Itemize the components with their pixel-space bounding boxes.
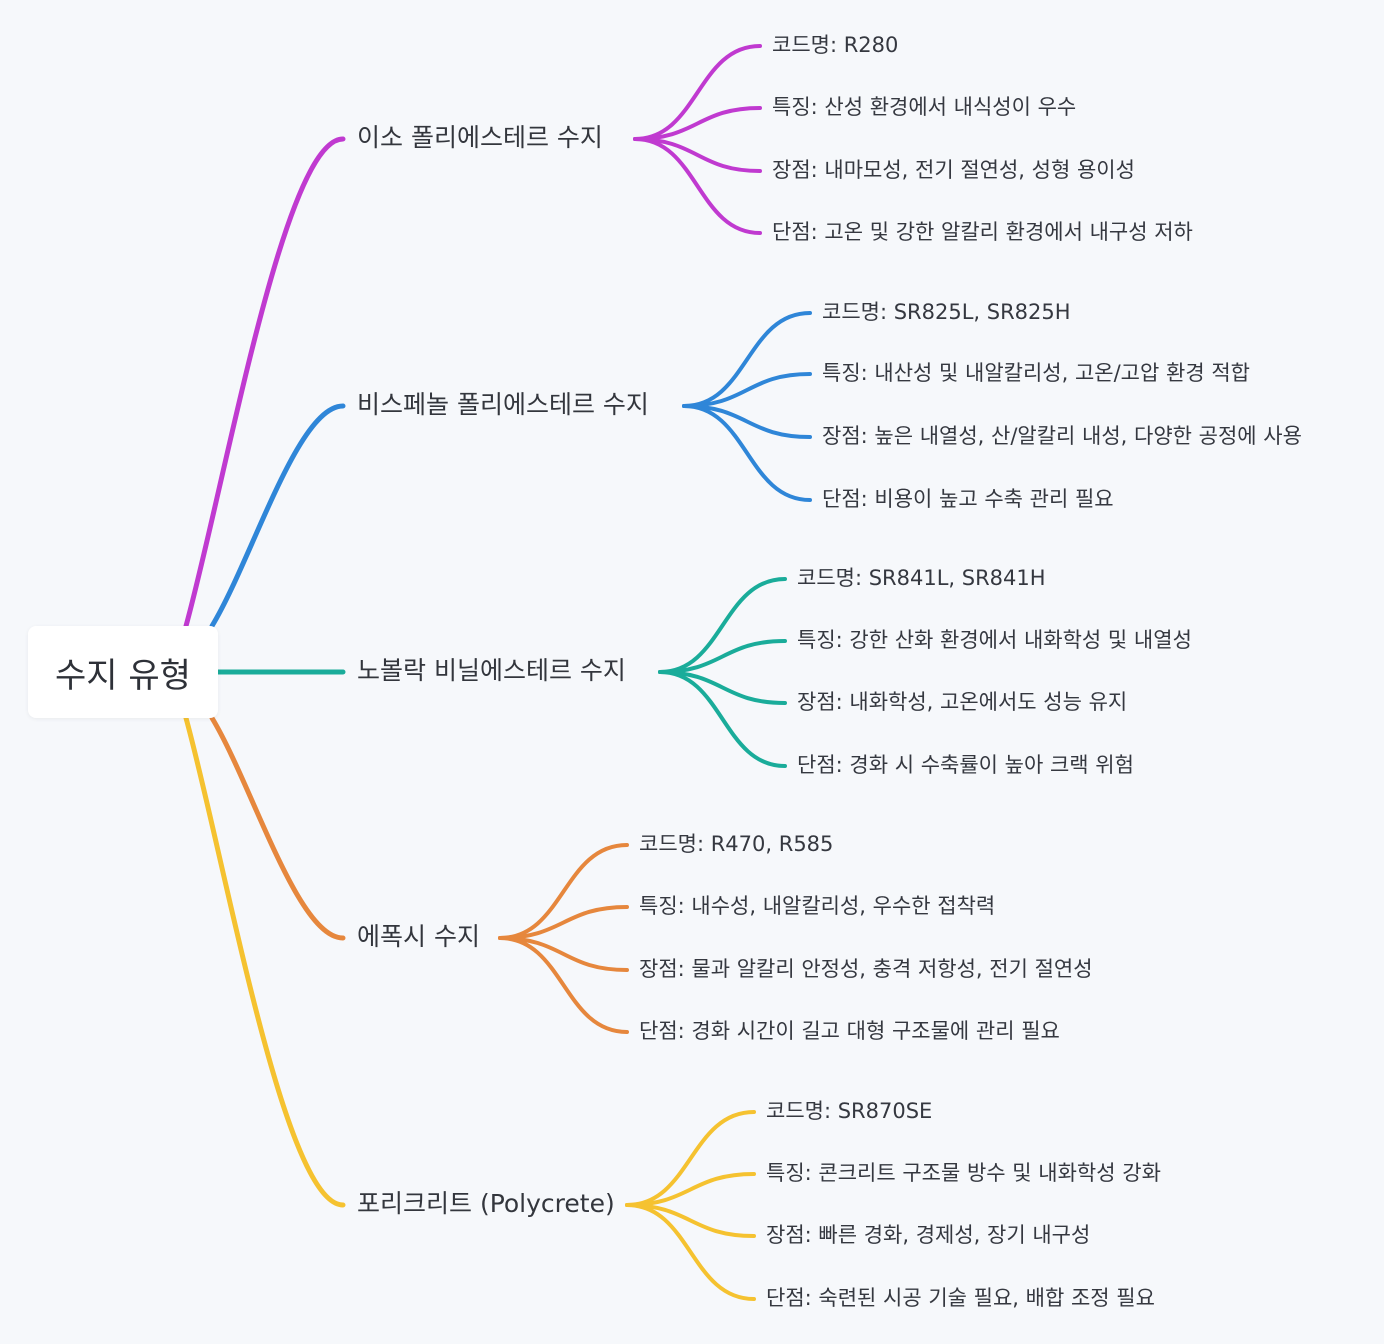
branch-bisphenol-polyester[interactable]: 비스페놀 폴리에스테르 수지	[357, 390, 649, 419]
branch-iso-polyester[interactable]: 이소 폴리에스테르 수지	[357, 123, 603, 152]
branch-epoxy[interactable]: 에폭시 수지	[357, 922, 480, 951]
branch-polycrete[interactable]: 포리크리트 (Polycrete)	[357, 1189, 615, 1218]
leaf-iso-cons[interactable]: 단점: 고온 및 강한 알칼리 환경에서 내구성 저하	[772, 220, 1193, 244]
leaf-novolac-pros[interactable]: 장점: 내화학성, 고온에서도 성능 유지	[797, 690, 1128, 714]
connector-branch-leaf	[658, 639, 787, 674]
leaf-iso-pros[interactable]: 장점: 내마모성, 전기 절연성, 성형 용이성	[772, 158, 1135, 182]
connector-branch-leaf	[633, 44, 762, 141]
leaf-novolac-code[interactable]: 코드명: SR841L, SR841H	[797, 566, 1046, 590]
leaf-polycrete-feature[interactable]: 특징: 콘크리트 구조물 방수 및 내화학성 강화	[766, 1161, 1161, 1185]
root-label: 수지 유형	[55, 655, 191, 696]
leaf-epoxy-pros[interactable]: 장점: 물과 알칼리 안정성, 충격 저항성, 전기 절연성	[639, 957, 1093, 981]
leaf-polycrete-cons[interactable]: 단점: 숙련된 시공 기술 필요, 배합 조정 필요	[766, 1286, 1155, 1310]
connector-branch-leaf	[682, 404, 812, 439]
connector-root-branch	[209, 403, 346, 629]
connector-branch-leaf	[658, 670, 787, 705]
root-node[interactable]: 수지 유형	[28, 626, 218, 718]
connector-branch-leaf	[625, 1110, 756, 1207]
connector-branch-leaf	[658, 577, 787, 674]
connector-branch-leaf	[625, 1203, 756, 1238]
leaf-bisphenol-pros[interactable]: 장점: 높은 내열성, 산/알칼리 내성, 다양한 공정에 사용	[822, 424, 1302, 448]
connector-branch-leaf	[625, 1203, 756, 1301]
connector-branch-leaf	[498, 843, 629, 940]
leaf-novolac-feature[interactable]: 특징: 강한 산화 환경에서 내화학성 및 내열성	[797, 628, 1192, 652]
leaf-polycrete-pros[interactable]: 장점: 빠른 경화, 경제성, 장기 내구성	[766, 1223, 1091, 1247]
connector-root-branch	[183, 136, 346, 629]
leaf-epoxy-code[interactable]: 코드명: R470, R585	[639, 832, 834, 856]
connector-branch-leaf	[633, 137, 762, 235]
connector-branch-leaf	[625, 1172, 756, 1207]
leaf-bisphenol-feature[interactable]: 특징: 내산성 및 내알칼리성, 고온/고압 환경 적합	[822, 361, 1250, 385]
connector-branch-leaf	[633, 106, 762, 141]
leaf-epoxy-cons[interactable]: 단점: 경화 시간이 길고 대형 구조물에 관리 필요	[639, 1019, 1060, 1043]
leaf-epoxy-feature[interactable]: 특징: 내수성, 내알칼리성, 우수한 접착력	[639, 894, 996, 918]
connector-root-branch	[183, 715, 346, 1208]
branch-novolac-vinylester[interactable]: 노볼락 비닐에스테르 수지	[357, 656, 626, 685]
leaf-polycrete-code[interactable]: 코드명: SR870SE	[766, 1099, 933, 1123]
leaf-novolac-cons[interactable]: 단점: 경화 시 수축률이 높아 크랙 위험	[797, 753, 1134, 777]
connector-branch-leaf	[498, 936, 629, 972]
leaf-iso-code[interactable]: 코드명: R280	[772, 33, 899, 57]
connector-branch-leaf	[658, 670, 787, 768]
connector-branch-leaf	[682, 404, 812, 502]
connector-branch-leaf	[682, 372, 812, 408]
leaf-bisphenol-code[interactable]: 코드명: SR825L, SR825H	[822, 300, 1071, 324]
connector-root-branch	[209, 715, 346, 941]
leaf-iso-feature[interactable]: 특징: 산성 환경에서 내식성이 우수	[772, 95, 1077, 119]
connector-branch-leaf	[633, 137, 762, 173]
leaf-bisphenol-cons[interactable]: 단점: 비용이 높고 수축 관리 필요	[822, 487, 1114, 511]
connector-branch-leaf	[498, 936, 629, 1034]
connector-branch-leaf	[498, 905, 629, 940]
connector-branch-leaf	[682, 311, 812, 408]
